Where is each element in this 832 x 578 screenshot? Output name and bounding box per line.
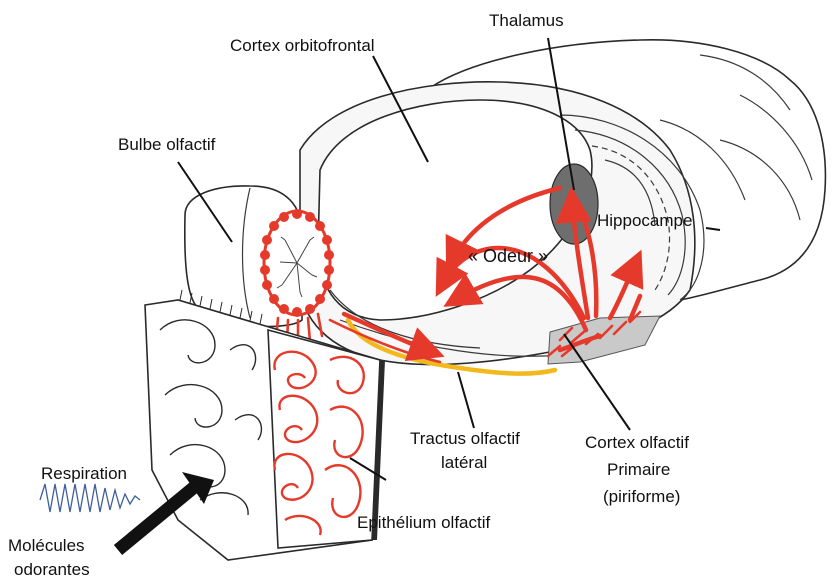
label-bulbe-olfactif: Bulbe olfactif — [118, 135, 216, 154]
label-primaire: Primaire — [607, 460, 670, 479]
label-thalamus: Thalamus — [489, 11, 564, 30]
label-tractus-lateral: latéral — [441, 453, 487, 472]
label-cortex-olfactif: Cortex olfactif — [585, 433, 689, 452]
respiration-wave-icon — [40, 484, 140, 512]
label-hippocampe: Hippocampe — [597, 211, 692, 230]
label-cortex-orbitofrontal: Cortex orbitofrontal — [230, 36, 375, 55]
label-odorantes: odorantes — [14, 560, 90, 578]
label-respiration: Respiration — [41, 464, 127, 483]
label-epithelium-olfactif: Epithélium olfactif — [357, 513, 491, 532]
label-piriforme: (piriforme) — [603, 487, 680, 506]
label-odeur: « Odeur » — [468, 246, 548, 266]
label-molecules: Molécules — [8, 536, 85, 555]
label-tractus-olfactif: Tractus olfactif — [410, 429, 520, 448]
